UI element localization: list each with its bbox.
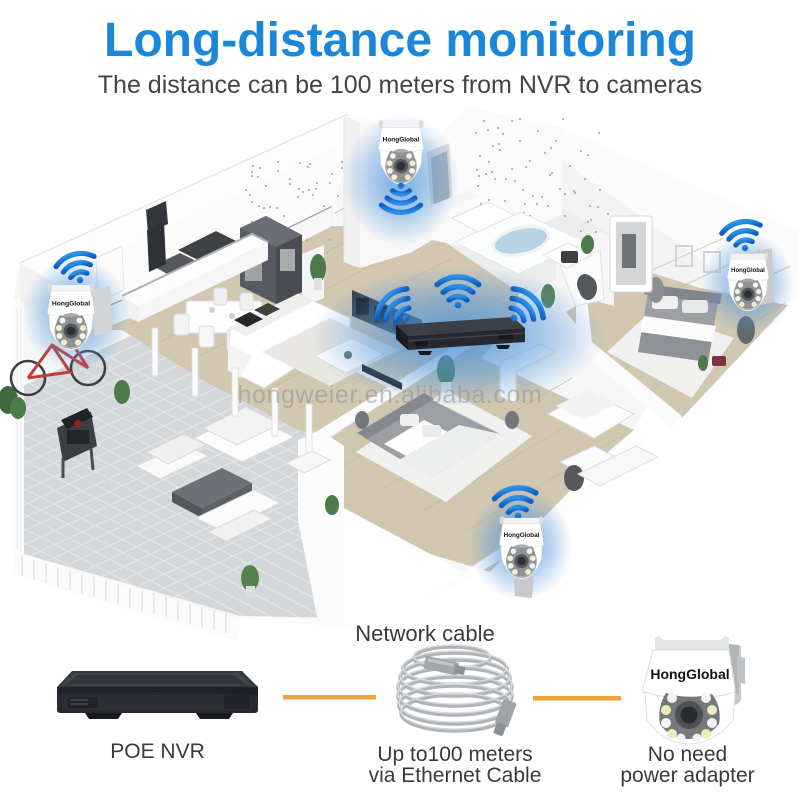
svg-text:HongGlobal: HongGlobal (650, 666, 729, 682)
